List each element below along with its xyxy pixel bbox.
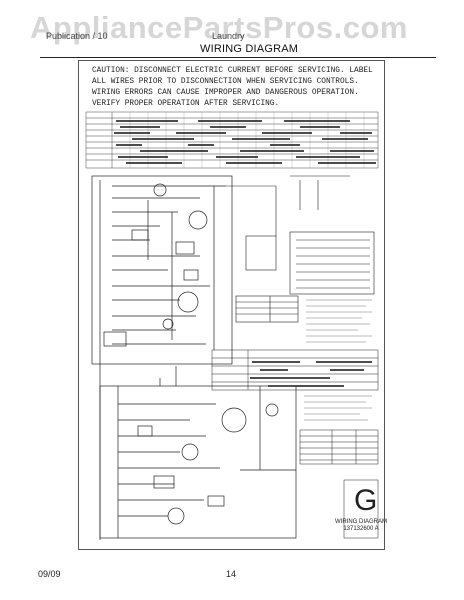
selector-notes-lines <box>304 395 372 421</box>
selector-switch-table <box>299 429 379 539</box>
caution-line-1: CAUTION: DISCONNECT ELECTRIC CURRENT BEF… <box>92 67 373 75</box>
dryer-circuit <box>99 360 297 540</box>
caution-line-3: WIRING ERRORS CAN CAUSE IMPROPER AND DAN… <box>92 89 359 97</box>
diagram-label-title: WIRING DIAGRAM <box>335 519 387 525</box>
publication-label: Publication / 10 <box>46 31 108 41</box>
footer-date: 09/09 <box>38 569 61 579</box>
washer-circuit <box>91 175 233 365</box>
legend-block <box>226 175 375 323</box>
caution-line-4: VERIFY PROPER OPERATION AFTER SERVICING. <box>92 100 280 108</box>
caution-notice: CAUTION: DISCONNECT ELECTRIC CURRENT BEF… <box>92 66 382 110</box>
page-title: WIRING DIAGRAM <box>200 43 299 55</box>
section-label: Laundry <box>212 31 245 41</box>
diagram-label: WIRING DIAGRAM 137132600 A <box>326 519 396 533</box>
watermark-logo: AppliancePartsPros.com <box>30 10 408 45</box>
notes-text-lines <box>306 299 372 343</box>
header-divider <box>40 57 436 58</box>
diagram-letter: G <box>354 484 378 517</box>
page-number: 14 <box>226 569 237 579</box>
caution-line-2: ALL WIRES PRIOR TO DISCONNECTION WHEN SE… <box>92 78 359 86</box>
diagram-label-number: 137132600 A <box>343 526 379 532</box>
timer-bars <box>114 120 376 164</box>
cycle-table <box>211 349 379 391</box>
